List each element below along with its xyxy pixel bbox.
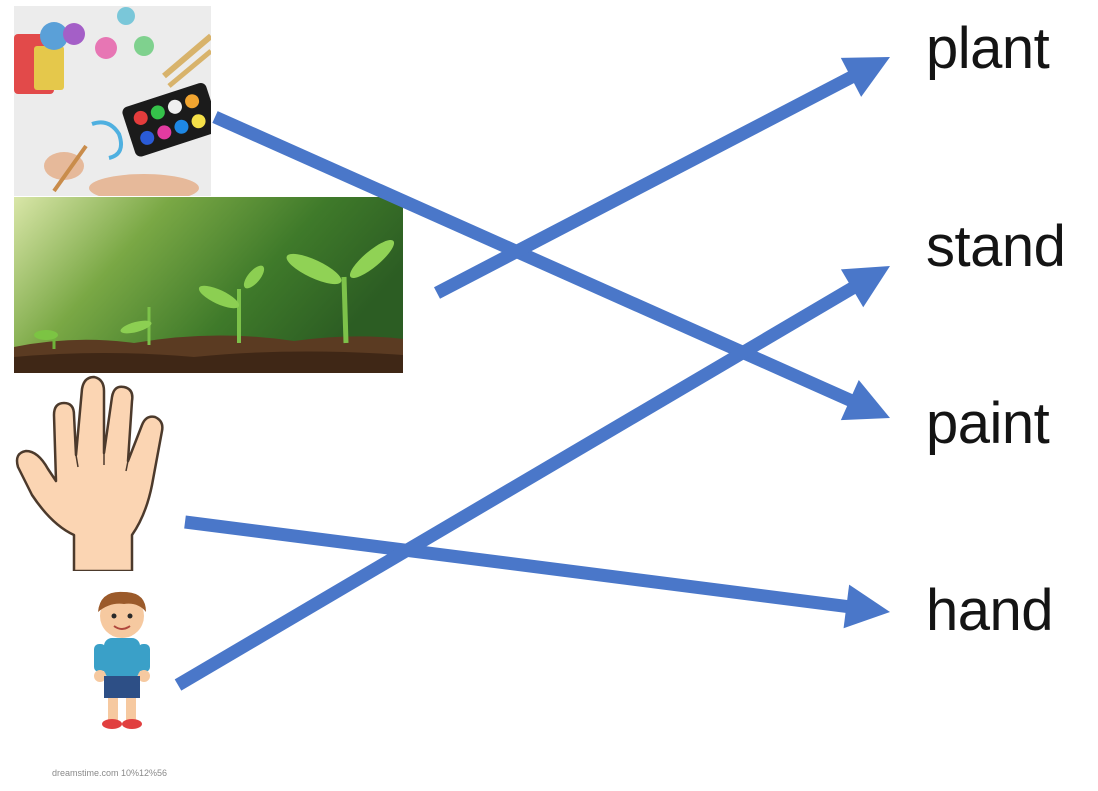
seedling-picture: [14, 197, 403, 373]
arrow-hand: [184, 515, 890, 629]
arrow-paint: [212, 111, 890, 421]
arrow-plant: [433, 57, 890, 299]
paint-supplies-image: [14, 6, 211, 196]
word-stand: stand: [926, 214, 1066, 279]
paint-supplies-picture: [14, 6, 211, 196]
hand-image: [15, 375, 164, 571]
arrow-hand-shaft: [184, 515, 852, 614]
word-hand: hand: [926, 578, 1054, 643]
boy-image: [94, 591, 150, 729]
arrow-paint-head: [840, 379, 890, 421]
word-paint: paint: [926, 391, 1050, 456]
image-credit: dreamstime.com 10%12%56: [52, 768, 168, 778]
arrow-stand: [174, 266, 890, 691]
arrow-plant-head: [840, 57, 890, 97]
arrow-plant-shaft: [433, 69, 858, 299]
word-plant: plant: [926, 16, 1050, 81]
arrow-stand-head: [840, 266, 890, 308]
arrow-stand-shaft: [174, 280, 859, 691]
arrow-hand-head: [843, 584, 890, 629]
hand-picture: [12, 375, 180, 571]
arrow-paint-shaft: [212, 111, 857, 408]
seedling-image: [14, 197, 403, 373]
standing-boy-picture: [74, 588, 178, 748]
